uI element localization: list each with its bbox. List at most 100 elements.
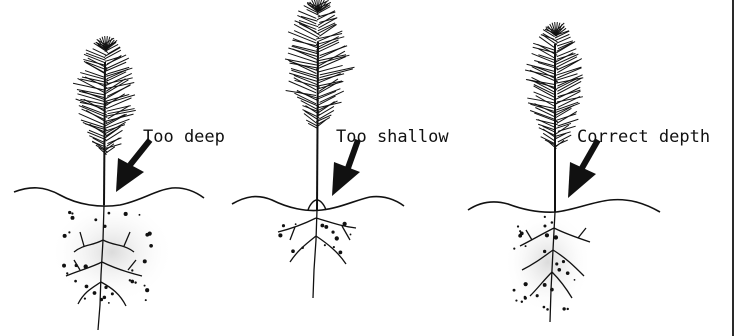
soil-particle	[84, 297, 86, 299]
soil-particle	[134, 281, 136, 283]
soil-particle	[513, 248, 515, 250]
soil-particle	[545, 233, 549, 237]
needle	[554, 132, 570, 137]
soil-particle	[85, 285, 89, 289]
soil-particle	[543, 306, 546, 309]
arrow	[332, 140, 360, 196]
needle-foliage	[285, 0, 354, 129]
soil-particle	[543, 250, 546, 253]
soil-particle	[143, 259, 147, 263]
soil-particle	[108, 302, 110, 304]
soil-particle	[131, 269, 133, 271]
seedling-correct-depth: Correct depth	[468, 22, 710, 322]
soil-particle	[525, 245, 527, 247]
soil-particle	[103, 296, 107, 300]
needle	[319, 46, 345, 59]
soil-particle	[513, 289, 516, 292]
needle	[319, 110, 334, 119]
needle	[89, 136, 104, 143]
soil-particle	[66, 272, 68, 274]
soil-particle	[544, 216, 546, 218]
soil-particle	[93, 291, 97, 295]
seedling-too-deep: Too deep	[14, 36, 225, 330]
arrow	[116, 140, 150, 192]
soil-particle	[324, 244, 326, 246]
soil-particle	[555, 262, 558, 265]
soil-particle	[301, 247, 304, 250]
label-correct-depth: Correct depth	[577, 127, 710, 147]
needle	[557, 81, 581, 94]
soil-particle	[75, 264, 78, 267]
soil-particle	[521, 301, 523, 303]
soil-particle	[149, 244, 153, 248]
soil-particle	[74, 280, 77, 283]
soil-particle	[557, 268, 561, 272]
soil-particle	[139, 214, 141, 216]
soil-particle	[145, 299, 147, 301]
needle	[297, 97, 319, 107]
soil-particle	[71, 216, 75, 220]
soil-particle	[71, 212, 73, 214]
soil-particle	[551, 221, 554, 224]
soil-particle	[350, 234, 352, 236]
soil-particle	[131, 280, 135, 284]
needle	[532, 53, 556, 63]
soil-particle	[515, 299, 517, 301]
needle	[285, 59, 318, 65]
needle	[533, 43, 554, 50]
right-border	[732, 0, 734, 336]
soil-particle	[282, 224, 285, 227]
soil-particle	[291, 249, 295, 253]
soil-particle	[335, 236, 339, 240]
soil-particle	[333, 246, 335, 248]
soil-particle	[68, 231, 70, 233]
needle	[554, 43, 573, 54]
ground-line	[468, 200, 660, 213]
soil-particle	[562, 307, 565, 310]
soil-particle	[144, 285, 146, 287]
soil-particle	[62, 264, 66, 268]
soil-particle	[550, 288, 554, 292]
soil-particle	[94, 218, 97, 221]
needle	[108, 47, 120, 54]
soil-particle	[543, 283, 547, 287]
needle	[541, 137, 555, 144]
soil-particle	[295, 223, 297, 225]
label-too-shallow: Too shallow	[336, 127, 449, 147]
soil-particle	[320, 224, 324, 228]
soil-particle	[129, 279, 131, 281]
soil-particle	[100, 298, 103, 301]
soil-particle	[339, 250, 343, 254]
soil-particle	[84, 264, 88, 268]
needle	[84, 61, 107, 75]
soil-particle	[103, 225, 106, 228]
soil-particle	[546, 308, 549, 311]
needle	[555, 114, 576, 121]
needle	[288, 32, 317, 43]
soil-particle	[278, 233, 282, 237]
soil-particle	[543, 224, 546, 227]
needle	[536, 96, 554, 106]
seedling-too-shallow: Too shallow	[232, 0, 449, 298]
soil-particle	[574, 279, 576, 281]
soil-particle	[111, 292, 114, 295]
soil-particle	[554, 235, 558, 239]
needle	[320, 67, 355, 75]
soil-particle	[124, 212, 128, 216]
soil-particle	[108, 212, 111, 215]
soil-particle	[524, 282, 528, 286]
label-too-deep: Too deep	[143, 127, 225, 147]
soil-particle	[68, 211, 71, 214]
soil-particle	[566, 271, 570, 275]
soil-particle	[324, 225, 328, 229]
needle	[318, 24, 336, 33]
soil-particle	[567, 308, 569, 310]
arrow	[568, 140, 598, 198]
soil-particle	[517, 225, 519, 227]
soil-particle	[145, 288, 149, 292]
soil-particle	[536, 294, 539, 297]
needle	[532, 77, 557, 90]
soil-particle	[145, 233, 149, 237]
